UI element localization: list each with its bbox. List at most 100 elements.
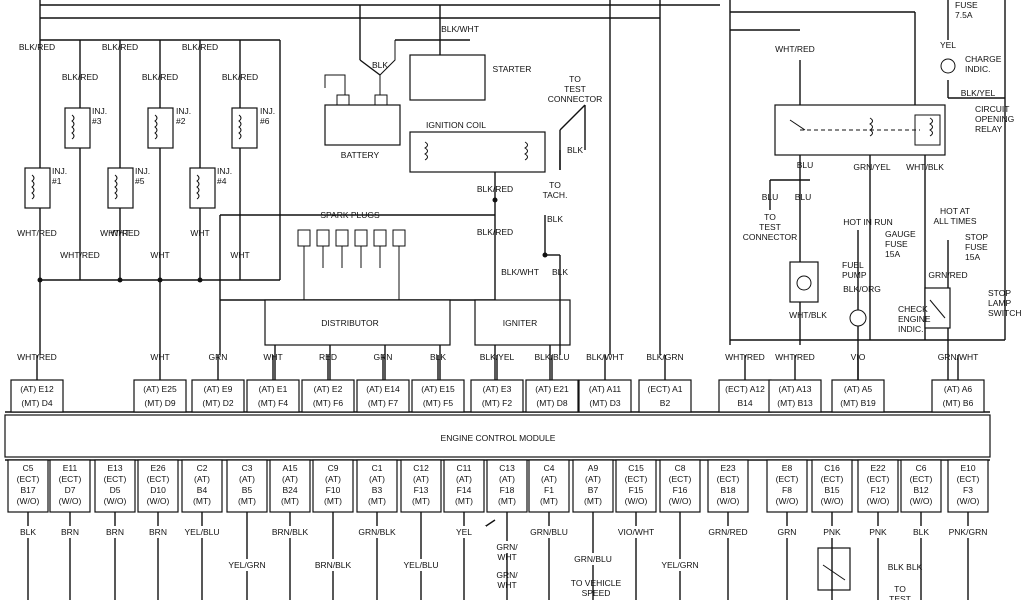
lower-pin-wire-label: YEL/GRN [661, 560, 698, 570]
label-wht-blk2: WHT/BLK [789, 310, 827, 320]
lower-pin-code: B4 [197, 485, 208, 495]
lower-pin-12: C4(AT)F1(MT)GRN/BLU [527, 459, 571, 600]
lower-pin-code: (W/O) [669, 496, 692, 506]
lower-pin-21: E10(ECT)F3(W/O)PNK/GRN [946, 459, 990, 600]
lower-pin-code: (MT) [281, 496, 299, 506]
lower-pin-code: F13 [414, 485, 429, 495]
upper-pin-at: (AT) E1 [259, 384, 288, 394]
upper-pin-wire-label: BLK [430, 352, 446, 362]
lower-pin-code: B24 [282, 485, 297, 495]
label-blk-a: BLK [567, 145, 583, 155]
label-wl4: BLK/RED [62, 72, 98, 82]
label-wl5: BLK/RED [142, 72, 178, 82]
upper-pin-at: (AT) A13 [779, 384, 812, 394]
label-battery: BATTERY [341, 150, 380, 160]
lower-pin-code: (W/O) [717, 496, 740, 506]
lower-pin-wire-label: BRN [149, 527, 167, 537]
lower-pin-code: C13 [499, 463, 515, 473]
lower-pin-code: C5 [23, 463, 34, 473]
upper-pin-6: BLK(AT) E15(MT) F5 [411, 352, 465, 413]
upper-pin-at: (AT) A5 [844, 384, 872, 394]
lower-pin-17: E8(ECT)F8(W/O)GRN [765, 459, 809, 600]
lower-pin-code: (ECT) [717, 474, 740, 484]
lower-pin-wire-label: GRN/RED [708, 527, 747, 537]
label-wh1: WHT [110, 228, 129, 238]
label-wh3: WHT [190, 228, 209, 238]
lower-pin-code: D5 [110, 485, 121, 495]
upper-pin-at: (AT) E21 [535, 384, 569, 394]
label-blk-red-b: BLK/RED [477, 227, 513, 237]
upper-pin-0: WHT/RED(AT) E12(MT) D4 [10, 352, 64, 413]
lower-pin-code: C8 [675, 463, 686, 473]
upper-pin-at: (AT) E3 [483, 384, 512, 394]
upper-pin-mt: (MT) B6 [943, 398, 974, 408]
lower-pin-code: E26 [150, 463, 165, 473]
label-blk-blk: BLK BLK [888, 562, 923, 572]
lower-pin-code: (MT) [324, 496, 342, 506]
lower-pin-code: (ECT) [957, 474, 980, 484]
lower-pin-wire-label: YEL/BLU [185, 527, 220, 537]
lower-pin-6: A15(AT)B24(MT)BRN/BLK [268, 459, 312, 600]
upper-pin-mt: (MT) F6 [313, 398, 343, 408]
label-blk-org: BLK/ORG [843, 284, 881, 294]
upper-pin-wire-label: GRN [374, 352, 393, 362]
upper-pin-mt: (MT) B19 [840, 398, 876, 408]
upper-pin-1: WHT (AT) E25 (MT) D9 [133, 352, 187, 413]
lower-pin-7: C9(AT)F10(MT)BRN/BLK [311, 459, 355, 600]
upper-pin-mt: B2 [660, 398, 671, 408]
label-grn-wht-2: GRN/WHT [496, 570, 518, 590]
lower-pin-code: E13 [107, 463, 122, 473]
upper-pin-wire-label: WHT [150, 352, 169, 362]
upper-pin-13: VIO(AT) A5(MT) B19 [831, 352, 885, 413]
lower-pin-code: (AT) [585, 474, 601, 484]
lower-pin-code: E10 [960, 463, 975, 473]
lower-pin-11: C13(AT)F18(MT)GRN/WHT [485, 459, 529, 600]
lower-pin-code: C3 [242, 463, 253, 473]
label-blu3: BLU [795, 192, 812, 202]
lower-pin-code: (W/O) [776, 496, 799, 506]
upper-pin-wire-label: BLK/WHT [586, 352, 624, 362]
label-wh4: WHT [230, 250, 249, 260]
lower-pin-code: B17 [20, 485, 35, 495]
lower-pin-code: (AT) [413, 474, 429, 484]
lower-pin-wire-label: BLK [20, 527, 36, 537]
label-wl3: BLK/RED [182, 42, 218, 52]
lower-pin-code: F15 [629, 485, 644, 495]
label-blk-b: BLK [547, 214, 563, 224]
lower-pin-code: (W/O) [910, 496, 933, 506]
lower-pin-code: C4 [544, 463, 555, 473]
lower-pin-code: (AT) [456, 474, 472, 484]
lower-pin-code: F12 [871, 485, 886, 495]
lower-pin-16: E23(ECT)B18(W/O)GRN/RED [706, 459, 750, 600]
lower-pin-code: C15 [628, 463, 644, 473]
upper-pin-wire-label: GRN [209, 352, 228, 362]
label-wl1: BLK/RED [19, 42, 55, 52]
lower-pin-13: A9(AT)B7(MT)GRN/BLU [571, 459, 615, 600]
upper-pin-mt: B14 [737, 398, 752, 408]
upper-pin-wire-label: BLK/YEL [480, 352, 515, 362]
upper-pin-mt: (MT) D9 [144, 398, 175, 408]
label-wr3: WHT/RED [100, 228, 140, 238]
lower-pin-code: (ECT) [104, 474, 127, 484]
lower-pin-code: (MT) [455, 496, 473, 506]
lower-pin-wire-label: BRN [106, 527, 124, 537]
lower-pin-code: E11 [63, 463, 78, 473]
lower-pin-code: B3 [372, 485, 383, 495]
upper-pin-5: GRN(AT) E14(MT) F7 [356, 352, 410, 413]
lower-pin-code: A9 [588, 463, 599, 473]
lower-pin-5: C3(AT)B5(MT)YEL/GRN [225, 459, 269, 600]
lower-pin-code: C6 [916, 463, 927, 473]
upper-pin-wire-label: WHT/RED [775, 352, 815, 362]
upper-pin-4: RED(AT) E2(MT) F6 [301, 352, 355, 413]
lower-pin-code: E22 [870, 463, 885, 473]
lower-pin-code: C12 [413, 463, 429, 473]
label-inj5: INJ.#5 [135, 166, 150, 186]
lower-pin-wire-label: PNK/GRN [949, 527, 988, 537]
upper-pin-at: (AT) E25 [143, 384, 177, 394]
lower-pin-code: (MT) [584, 496, 602, 506]
upper-pin-12: WHT/RED(AT) A13(MT) B13 [768, 352, 822, 413]
